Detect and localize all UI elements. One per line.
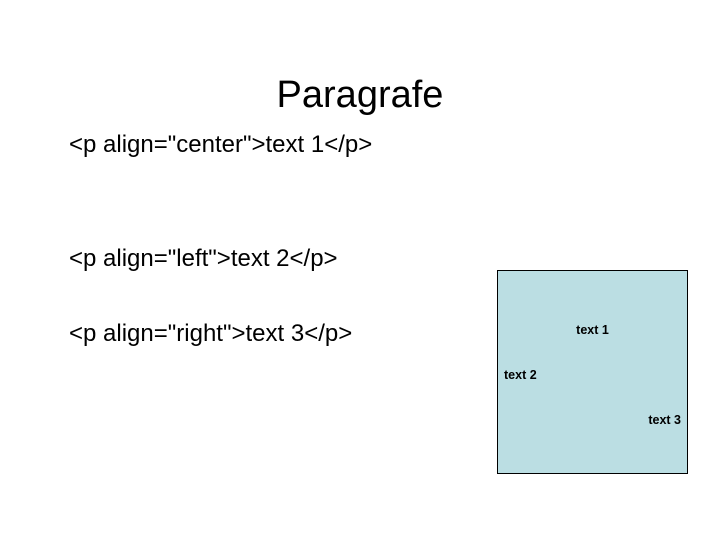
- code-line-right: <p align="right">text 3</p>: [69, 320, 353, 347]
- preview-box: text 1 text 2 text 3: [497, 270, 688, 474]
- preview-content: text 1 text 2 text 3: [498, 322, 687, 524]
- preview-text-2: text 2: [504, 368, 537, 382]
- preview-text-3: text 3: [648, 413, 681, 427]
- preview-text-1: text 1: [576, 323, 609, 337]
- code-listing: <p align="center">text 1</p> <p align="l…: [69, 130, 489, 349]
- code-line-center: <p align="center">text 1</p>: [69, 131, 373, 158]
- page-title: Paragrafe: [276, 74, 444, 117]
- code-line-left: <p align="left">text 2</p>: [69, 245, 338, 272]
